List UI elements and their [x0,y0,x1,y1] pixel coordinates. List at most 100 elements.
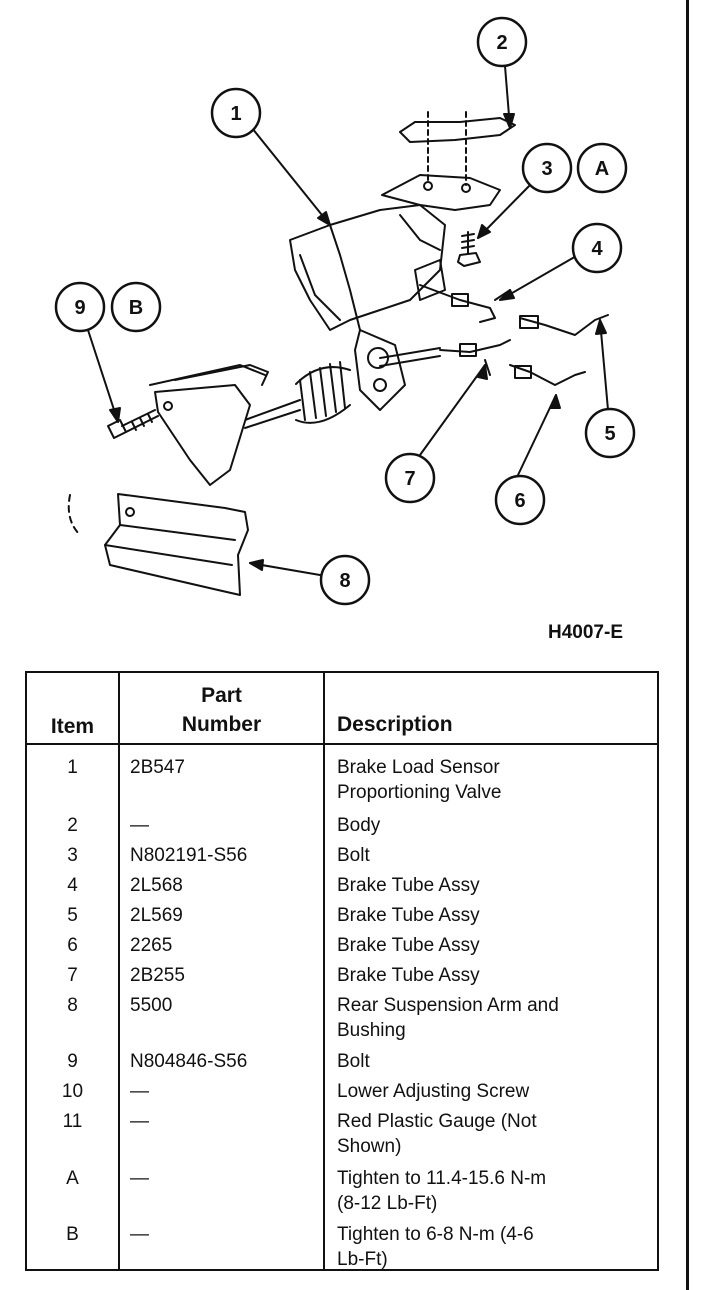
proportioning-valve [289,204,446,411]
description-line: Brake Load Sensor [337,757,500,778]
header-item: Item [50,715,95,738]
part-number-cell: 2265 [130,935,173,956]
callout-B-circle [110,281,162,333]
item-cell: B [66,1224,79,1245]
callout-5-label: 5 [604,423,615,445]
callout-6-circle [494,474,546,526]
description-line: Tighten to 11.4-15.6 N-m [337,1168,547,1189]
part-number-cell: N804846-S56 [130,1051,248,1072]
callout-9-label: 9 [74,297,85,319]
description-cell: Brake Tube Assy [337,873,657,898]
part-number-cell: — [130,1081,149,1102]
description-line: Red Plastic Gauge (Not [337,1111,537,1132]
brake-tube-5 [519,314,609,336]
description-line: Proportioning Valve [337,782,502,803]
item-cell: 10 [61,1081,84,1102]
page-edge-rule [686,0,689,1290]
part-number-cell: 2L569 [130,905,183,926]
description-line: Shown) [337,1136,402,1157]
callout-7-circle [384,452,436,504]
header-part-line2: Number [181,713,262,736]
item-cell: 11 [62,1111,83,1132]
description-line: Bolt [337,845,370,866]
callout-A-circle [576,142,628,194]
brake-tube-7 [439,339,511,376]
part-number-cell: 2B547 [130,757,185,778]
callout-8-label: 8 [339,570,350,592]
description-cell: Brake Tube Assy [337,903,657,928]
description-line: Body [337,815,381,836]
callout-1-label: 1 [230,103,241,125]
callout-7-label: 7 [404,468,415,490]
description-line: Lower Adjusting Screw [337,1081,530,1102]
part-number-cell: 5500 [130,995,173,1016]
description-line: Brake Tube Assy [337,935,480,956]
callout-4-label: 4 [591,238,603,260]
part-number-cell: 2B255 [130,965,185,986]
description-line: Brake Tube Assy [337,875,480,896]
leader-arrowheads [109,113,607,571]
part-number-cell: — [130,815,149,836]
item-cell: 4 [67,875,78,896]
description-cell: Brake Tube Assy [337,963,657,988]
callout-B-label: B [129,297,143,319]
bolt-3 [457,231,481,267]
column-divider [118,673,120,1269]
brake-tube-6 [509,364,586,386]
callout-8-circle [319,554,371,606]
part-number-cell: — [130,1168,149,1189]
description-line: (8-12 Lb-Ft) [337,1193,438,1214]
item-cell: 3 [67,845,78,866]
part-number-cell: — [130,1111,149,1132]
description-cell: Lower Adjusting Screw [337,1079,657,1104]
item-cell: 7 [67,965,78,986]
item-cell: 8 [67,995,78,1016]
callout-5-circle [584,407,636,459]
header-divider [27,743,657,745]
lower-bracket [149,364,269,486]
description-line: Rear Suspension Arm and [337,995,559,1016]
exploded-view-diagram: 1 2 3 A 4 5 6 7 8 9 B [54,16,636,606]
column-divider [323,673,325,1269]
item-cell: 9 [67,1051,78,1072]
bolt-9 [107,409,159,439]
part-number-cell: 2L568 [130,875,183,896]
description-cell: Brake Tube Assy [337,933,657,958]
callout-A-label: A [595,158,609,180]
callout-2-circle [476,16,528,68]
description-line: Tighten to 6-8 N-m (4-6 [337,1224,534,1245]
description-cell: Tighten to 11.4-15.6 N-m (8-12 Lb-Ft) [337,1166,657,1216]
mounting-bracket [381,174,501,211]
description-line: Brake Tube Assy [337,965,480,986]
brake-tube-4 [419,284,511,323]
description-line: Bushing [337,1020,406,1041]
callout-3-circle [521,142,573,194]
item-cell: A [66,1168,79,1189]
item-cell: 2 [67,815,78,836]
description-cell: Bolt [337,1049,657,1074]
description-line: Bolt [337,1051,370,1072]
body-panel [399,111,516,186]
description-line: Brake Tube Assy [337,905,480,926]
description-line: Lb-Ft) [337,1249,388,1270]
item-cell: 5 [67,905,78,926]
description-cell: Body [337,813,657,838]
figure-code: H4007-E [548,622,623,643]
callout-9-circle [54,281,106,333]
callout-3-label: 3 [541,158,552,180]
header-part-line1: Part [201,684,242,707]
part-number-cell: — [130,1224,149,1245]
item-cell: 1 [67,757,78,778]
adjusting-spring [244,347,441,429]
callout-1-circle [210,87,262,139]
callout-2-label: 2 [496,32,507,54]
callout-6-label: 6 [514,490,525,512]
description-cell: Bolt [337,843,657,868]
part-number-cell: N802191-S56 [130,845,248,866]
header-description: Description [337,713,453,736]
